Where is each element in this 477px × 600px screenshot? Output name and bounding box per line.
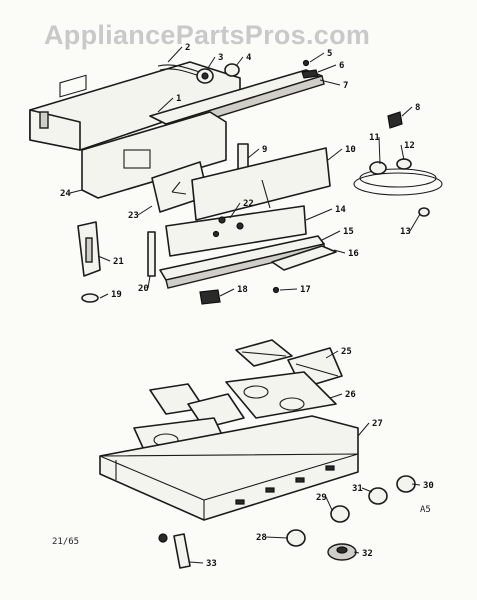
callout-number-16: 16 [348,249,359,259]
callout-number-19: 19 [111,290,122,300]
callout-leader-22 [229,202,241,219]
callout-leader-5 [309,52,325,63]
callout-leader-13 [409,213,421,232]
callout-number-31: 31 [352,484,363,494]
callout-number-9: 9 [262,145,267,155]
callout-leader-2 [167,46,183,63]
callout-leader-18 [219,288,235,297]
callout-number-1: 1 [176,94,181,104]
wire-harness-part [353,158,443,196]
callout-leader-24 [69,189,83,194]
callout-number-3: 3 [218,53,223,63]
callout-leader-30 [411,483,421,486]
callout-leader-16 [333,249,346,254]
lower-trim-strip [159,235,337,289]
small-screw-part [272,286,280,294]
callout-number-33: 33 [206,559,217,569]
switch-panel-part [165,205,307,257]
callout-leader-19 [99,293,109,299]
callout-leader-3 [207,56,216,69]
callout-number-26: 26 [345,390,356,400]
burner-base-part [327,543,357,561]
leg-part [173,533,191,569]
burner-pans-part [149,371,337,429]
callout-number-30: 30 [423,481,434,491]
callout-number-15: 15 [343,227,354,237]
cooktop-body-part [99,415,359,521]
callout-leader-14 [305,208,333,221]
clip-part [301,69,319,79]
callout-number-12: 12 [404,141,415,151]
callout-number-24: 24 [60,189,71,199]
callout-number-25: 25 [341,347,352,357]
callout-number-14: 14 [335,205,346,215]
callout-leader-4 [235,56,244,67]
callout-number-22: 22 [243,199,254,209]
callout-number-18: 18 [237,285,248,295]
callout-leader-25 [325,350,339,359]
callout-leader-7 [319,79,341,86]
callout-leader-12 [400,144,405,161]
electrode-part [418,207,430,217]
callout-number-21: 21 [113,257,124,267]
callout-leader-8 [401,106,413,117]
callout-number-28: 28 [256,533,267,543]
callout-leader-27 [357,422,370,437]
switch-part [199,289,221,305]
grommet-part [81,293,99,303]
burner-knobs-part [286,475,416,547]
callout-number-23: 23 [128,211,139,221]
callout-leader-26 [329,393,343,399]
callout-leader-17 [279,288,298,291]
callout-leader-32 [353,551,360,554]
callout-number-5: 5 [327,49,332,59]
callout-number-7: 7 [343,81,348,91]
callout-number-10: 10 [345,145,356,155]
callout-leader-11 [378,136,381,165]
callout-leader-31 [361,487,373,493]
backguard-panel [29,61,241,151]
callout-leader-28 [265,536,289,539]
callout-number-20: 20 [138,284,149,294]
callout-number-2: 2 [185,43,190,53]
callout-leader-9 [247,148,260,159]
page-reference-text: 21/65 [52,537,79,547]
callout-number-11: 11 [369,133,380,143]
screw-part [302,59,310,67]
side-bracket-part [77,221,101,277]
callout-leader-21 [97,255,111,262]
callout-number-13: 13 [400,227,411,237]
cap-part [158,533,168,543]
post-part [147,231,156,277]
callout-number-4: 4 [246,53,252,63]
callout-leader-29 [325,496,333,511]
control-window-part [191,147,331,221]
callout-leader-1 [157,97,174,113]
callout-number-29: 29 [316,493,327,503]
terminal-block-part [387,111,403,129]
callout-number-32: 32 [362,549,373,559]
callout-leader-20 [147,275,151,289]
callout-number-6: 6 [339,61,344,71]
callout-leader-23 [137,205,153,216]
upper-knob-parts [196,63,240,84]
callout-number-17: 17 [300,285,311,295]
callout-number-8: 8 [415,103,420,113]
callout-leader-6 [317,64,337,73]
callout-number-27: 27 [372,419,383,429]
section-code-text: A5 [420,505,431,515]
callout-leader-10 [327,148,343,161]
watermark-text: AppliancePartsPros.com [44,20,370,50]
callout-leader-15 [321,230,341,241]
callout-leader-33 [189,561,204,564]
